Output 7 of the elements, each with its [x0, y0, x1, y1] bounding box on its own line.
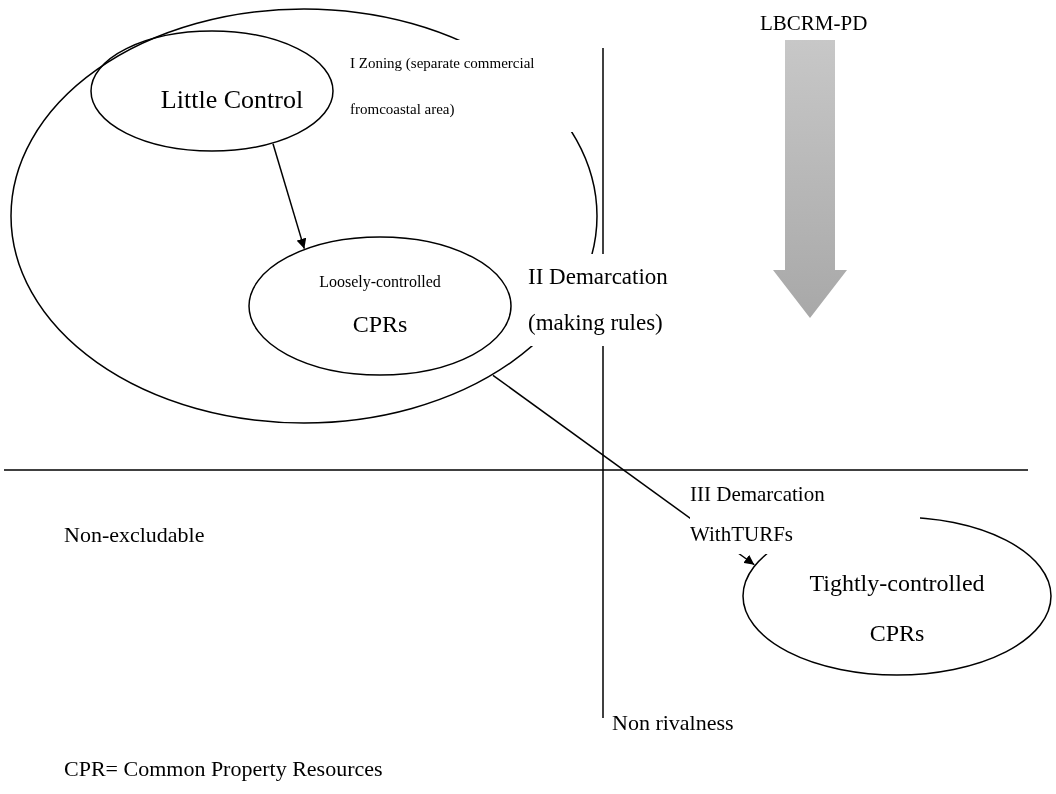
ellipse-node — [90, 30, 334, 152]
node-label: Loosely-controlled — [319, 272, 441, 293]
node-label: Little Control — [160, 83, 304, 116]
ellipse-node — [248, 236, 512, 376]
node-label: CPRs — [352, 310, 408, 339]
node-label: Tightly-controlled CPRs — [808, 569, 986, 648]
arrow — [272, 143, 307, 250]
